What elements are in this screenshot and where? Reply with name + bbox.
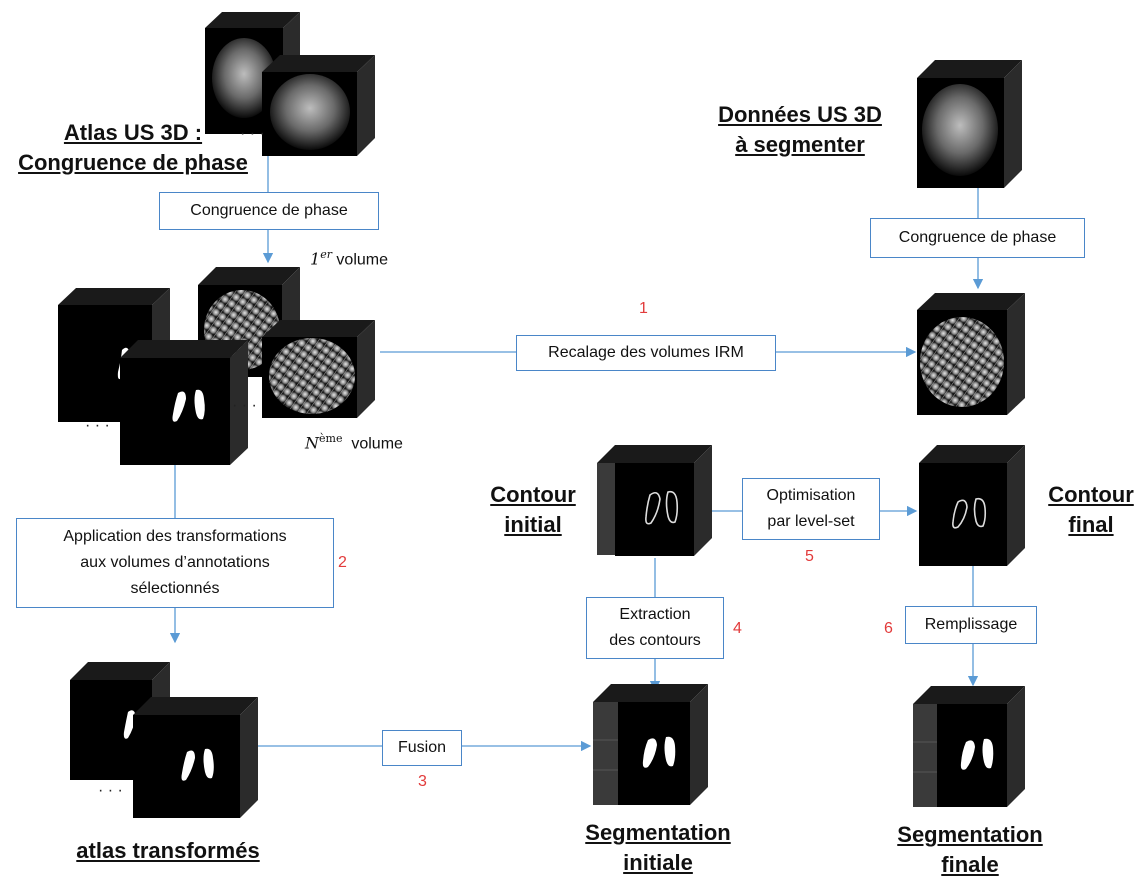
title-contour-initial-line1: Contour — [490, 482, 576, 507]
step-number-6: 6 — [884, 620, 893, 637]
box-optimisation-line2: par level-set — [767, 513, 855, 530]
box-congruence-data: Congruence de phase — [870, 218, 1085, 258]
title-contour-initial: Contour initial — [478, 480, 588, 540]
contour-final-volume — [919, 445, 1025, 566]
registered-pc-volume — [917, 293, 1025, 415]
atlas-us-volume-front — [262, 55, 375, 156]
pc-volume-nth — [262, 320, 375, 418]
first-volume-number: 1 — [310, 249, 321, 269]
segmentation-finale-volume — [913, 686, 1025, 807]
title-data-us: Données US 3D à segmenter — [700, 100, 900, 160]
box-fusion-text: Fusion — [397, 739, 447, 756]
title-segmentation-initiale: Segmentation initiale — [568, 818, 748, 878]
contour-initial-volume — [597, 445, 712, 556]
title-segmentation-finale: Segmentation finale — [880, 820, 1060, 880]
annotation-volume-front — [120, 340, 248, 465]
box-application-line3: sélectionnés — [130, 580, 220, 597]
title-contour-final-line1: Contour — [1048, 482, 1134, 507]
segmentation-initiale-volume — [593, 684, 708, 805]
title-seg-finale-line1: Segmentation — [897, 822, 1043, 847]
step-number-2: 2 — [338, 554, 347, 571]
box-recalage-text: Recalage des volumes IRM — [548, 344, 744, 361]
nth-volume-word: volume — [351, 435, 403, 453]
ellipsis-transformed: · · · — [98, 782, 123, 799]
box-application-line1: Application des transformations — [63, 528, 287, 545]
title-atlas-line1: Atlas US 3D : — [63, 120, 203, 145]
box-congruence-atlas: Congruence de phase — [159, 192, 379, 230]
step-number-5: 5 — [805, 548, 814, 565]
title-contour-final-line2: final — [1068, 512, 1114, 537]
box-application-transformations: Application des transformations aux volu… — [16, 518, 334, 608]
box-recalage: Recalage des volumes IRM — [516, 335, 776, 371]
title-atlas-transformes: atlas transformés — [58, 836, 278, 866]
step-number-1: 1 — [639, 300, 648, 317]
title-seg-finale-line2: finale — [941, 852, 999, 877]
box-extraction: Extraction des contours — [586, 597, 724, 659]
title-atlas-transformes-text: atlas transformés — [76, 838, 260, 863]
box-remplissage: Remplissage — [905, 606, 1037, 644]
label-nth-volume: Nème volume — [305, 432, 403, 453]
box-fusion: Fusion — [382, 730, 462, 766]
box-congruence-atlas-text: Congruence de phase — [190, 202, 348, 219]
box-application-line2: aux volumes d’annotations — [80, 554, 270, 571]
title-seg-initiale-line1: Segmentation — [585, 820, 731, 845]
title-atlas-line2: Congruence de phase — [18, 150, 248, 175]
first-volume-sup: er — [320, 248, 332, 261]
box-extraction-line1: Extraction — [619, 606, 691, 623]
box-congruence-data-text: Congruence de phase — [898, 229, 1057, 246]
title-seg-initiale-line2: initiale — [623, 850, 693, 875]
data-us-volume — [917, 60, 1022, 188]
title-contour-initial-line2: initial — [504, 512, 562, 537]
transformed-atlas-front — [133, 697, 258, 818]
ellipsis-pc: · · · — [232, 397, 257, 414]
title-data-line1: Données US 3D — [718, 102, 882, 127]
first-volume-word: volume — [336, 251, 388, 269]
title-contour-final: Contour final — [1036, 480, 1146, 540]
box-extraction-line2: des contours — [609, 632, 701, 649]
title-atlas-us: Atlas US 3D : Congruence de phase — [8, 118, 258, 178]
ellipsis-annotations: · · · — [85, 417, 110, 434]
box-optimisation-line1: Optimisation — [766, 487, 856, 504]
ellipsis-atlas: · · · — [240, 125, 265, 142]
label-first-volume: 1er volume — [310, 248, 388, 269]
nth-volume-sup: ème — [319, 432, 343, 445]
box-optimisation: Optimisation par level-set — [742, 478, 880, 540]
box-remplissage-text: Remplissage — [924, 616, 1018, 633]
step-number-4: 4 — [733, 620, 742, 637]
nth-volume-letter: N — [305, 433, 319, 453]
connector-arrows — [169, 152, 984, 752]
step-number-3: 3 — [418, 773, 427, 790]
title-data-line2: à segmenter — [735, 132, 865, 157]
